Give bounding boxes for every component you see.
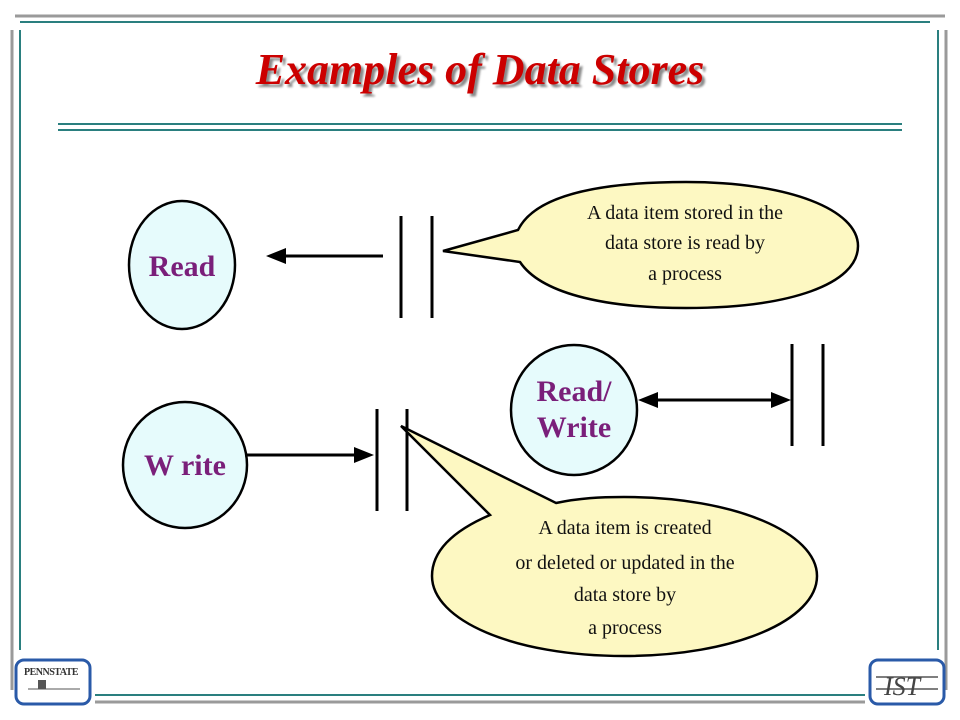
write-node-label: W rite xyxy=(144,449,226,482)
readwrite-process-circle xyxy=(509,343,639,477)
write-arrow xyxy=(245,447,374,463)
write-callout-bubble xyxy=(400,424,819,658)
write-callout-line-2: or deleted or updated in the xyxy=(515,552,735,574)
read-process-circle xyxy=(127,199,237,331)
read-callout-line-3: a process xyxy=(648,263,722,285)
read-callout-line-2: data store is read by xyxy=(605,232,765,254)
write-callout-line-3: data store by xyxy=(573,584,677,606)
read-arrow xyxy=(266,248,383,264)
pennstate-logo xyxy=(14,658,92,706)
read-data-store xyxy=(399,216,434,318)
readwrite-arrow xyxy=(638,392,791,408)
slide-title: Examples of Data Stores xyxy=(255,45,705,94)
read-callout-line-1: A data item stored in the xyxy=(586,202,784,224)
write-callout-line-1: A data item is created xyxy=(538,517,712,539)
readwrite-data-store xyxy=(790,344,825,446)
read-callout-bubble xyxy=(442,180,860,310)
ist-logo-text: IST xyxy=(884,672,921,701)
readwrite-node-label-line2: Write xyxy=(536,411,612,444)
read-node-label: Read xyxy=(148,250,216,283)
write-process-circle xyxy=(121,400,249,530)
pennstate-logo-text: PENNSTATE xyxy=(24,667,79,678)
readwrite-node-label-line1: Read/ xyxy=(536,375,612,408)
write-callout-line-4: a process xyxy=(588,617,662,639)
ist-logo xyxy=(868,658,946,706)
write-data-store xyxy=(375,409,409,511)
slide-frame xyxy=(10,14,948,704)
